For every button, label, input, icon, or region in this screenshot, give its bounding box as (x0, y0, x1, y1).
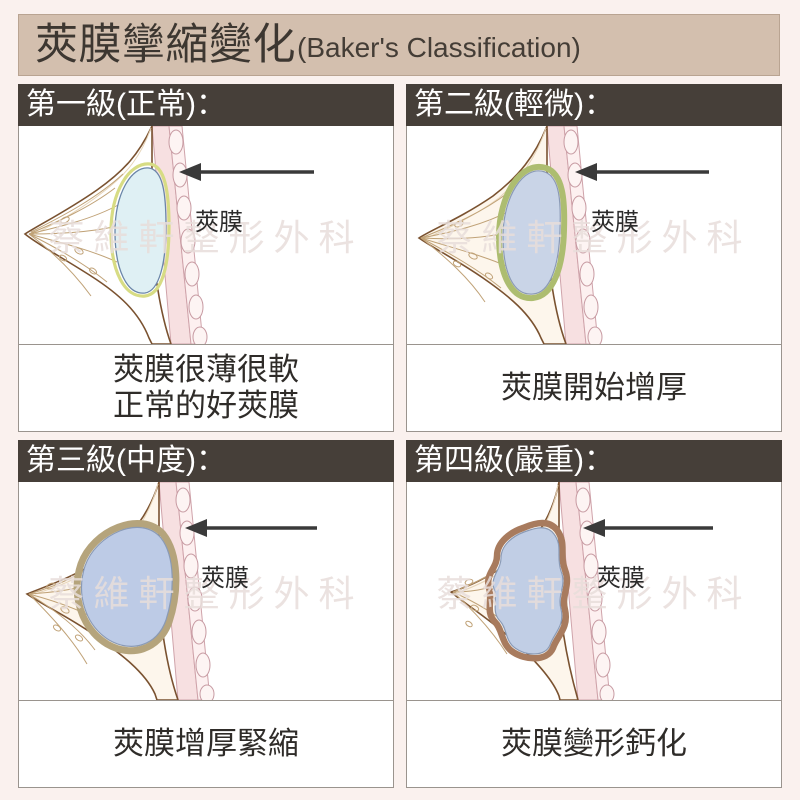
ribcage-group-4 (558, 482, 615, 700)
callout-label-4: 莢膜 (597, 565, 645, 592)
capsule-outline-2 (495, 163, 568, 302)
panel-header-grade-2: 第二級(輕微)： (406, 84, 782, 126)
mammary-gland-lines-3 (28, 553, 112, 665)
callout-arrow-3 (185, 519, 317, 537)
callout-label-1: 莢膜 (195, 209, 243, 236)
mammary-gland-lines-2 (420, 191, 520, 303)
implant-shape-2 (502, 170, 561, 295)
implant-shape-1 (114, 167, 167, 294)
panel-caption-grade-1: 莢膜很薄很軟 正常的好莢膜 (18, 344, 394, 432)
panel-caption-grade-2: 莢膜開始增厚 (406, 344, 782, 432)
page-subtitle: (Baker's Classification) (297, 32, 581, 63)
callout-arrow-4 (583, 519, 713, 537)
figure-grade-4: 蔡維軒整形外科 莢膜 (406, 482, 782, 700)
page-title-banner: 莢膜攣縮變化 (Baker's Classification) (18, 14, 780, 76)
implant-shape-4 (492, 527, 564, 655)
breast-cross-section-diagram-grade-3 (25, 482, 317, 700)
figure-grade-2: 蔡維軒整形外科 莢膜 (406, 126, 782, 344)
caption-line-1: 莢膜變形鈣化 (501, 725, 687, 761)
caption-line-1: 莢膜增厚緊縮 (113, 725, 299, 761)
implant-shape-3 (81, 526, 173, 647)
capsule-outline-3 (73, 520, 180, 655)
figure-grade-1: 蔡維軒整形外科 莢膜 (18, 126, 394, 344)
panel-header-grade-1: 第一級(正常)： (18, 84, 394, 126)
breast-cross-section-diagram-grade-1 (23, 126, 314, 344)
capsule-outline-1 (109, 162, 171, 298)
panel-caption-grade-3: 莢膜增厚緊縮 (18, 700, 394, 788)
breast-cross-section-diagram-grade-4 (449, 482, 713, 700)
panel-grade-3: 第三級(中度)： (18, 440, 394, 788)
panel-grade-4: 第四級(嚴重)： (406, 440, 782, 788)
page-title: 莢膜攣縮變化 (35, 20, 296, 69)
panel-grade-1: 第一級(正常)： (18, 84, 394, 432)
callout-label-3: 莢膜 (201, 565, 249, 592)
panel-grid: 第一級(正常)： (18, 84, 782, 788)
callout-arrow-1 (179, 163, 314, 181)
caption-line-2: 正常的好莢膜 (113, 387, 299, 423)
caption-line-1: 莢膜很薄很軟 (113, 351, 299, 387)
figure-grade-3: 蔡維軒整形外科 莢膜 (18, 482, 394, 700)
mammary-gland-lines-1 (28, 173, 126, 297)
caption-line-1: 莢膜開始增厚 (501, 369, 687, 405)
panel-header-grade-3: 第三級(中度)： (18, 440, 394, 482)
panel-header-grade-4: 第四級(嚴重)： (406, 440, 782, 482)
breast-cross-section-diagram-grade-2 (417, 126, 709, 344)
callout-label-2: 莢膜 (591, 209, 639, 236)
callout-arrow-2 (575, 163, 709, 181)
panel-grade-2: 第二級(輕微)： (406, 84, 782, 432)
panel-caption-grade-4: 莢膜變形鈣化 (406, 700, 782, 788)
capsule-outline-4 (484, 519, 571, 662)
